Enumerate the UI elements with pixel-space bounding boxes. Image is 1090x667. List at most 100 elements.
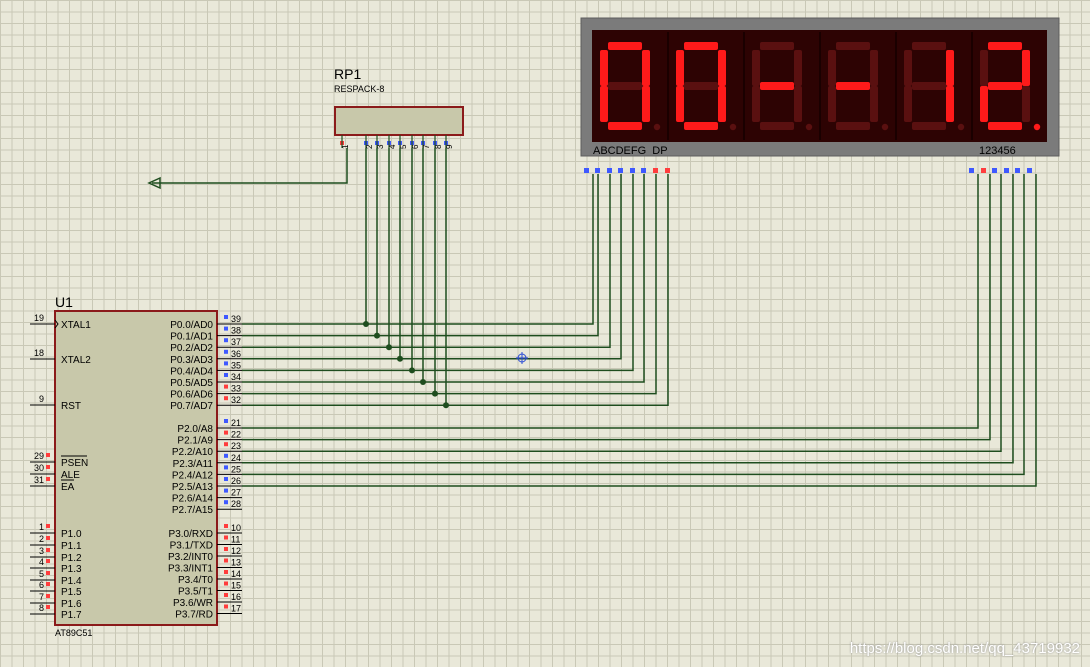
u1-pin-label: P1.5 (61, 587, 82, 598)
u1-pin-number: 1 (39, 522, 44, 532)
u1-pin-label: P1.1 (61, 541, 82, 552)
display-digit-pin (1015, 168, 1020, 173)
u1-pin-marker (224, 524, 228, 528)
u1-pin-marker (224, 338, 228, 343)
segment-a (608, 42, 642, 50)
u1-pin-marker (224, 442, 228, 447)
wire-p2-2 (242, 174, 1002, 452)
u1-pin-number: 13 (231, 558, 241, 568)
u1-pin-number: 17 (231, 604, 241, 614)
u1-pin-marker (224, 396, 228, 401)
wire-p2-0 (242, 174, 979, 429)
segment-b (718, 50, 726, 86)
u1-body[interactable] (54, 310, 218, 626)
segment-d (912, 122, 946, 130)
u1-pin-label: P0.3/AD3 (170, 355, 213, 366)
wire-p2-4 (242, 174, 1025, 476)
rp1-pin-number: 6 (411, 144, 420, 149)
segment-dp (653, 123, 661, 131)
u1-pin-label: P2.4/A12 (172, 470, 214, 481)
u1-pin-number: 15 (231, 581, 241, 591)
u1-pin-label: RST (61, 401, 81, 412)
segment-g (912, 82, 946, 90)
seven-segment-display[interactable]: ABCDEFG DP 123456 (580, 17, 1060, 173)
junction-dot (432, 390, 438, 397)
u1-pin-number: 10 (231, 523, 241, 533)
wire-p2-1 (242, 174, 991, 441)
u1-pin-marker (46, 524, 50, 528)
u1-pin-label: P1.6 (61, 599, 82, 610)
rp1-body[interactable] (334, 106, 464, 136)
segment-b (1022, 50, 1030, 86)
u1-pin-label: P2.7/A15 (172, 505, 214, 516)
display-digit-pin (992, 168, 997, 173)
u1-pin-marker (46, 559, 50, 563)
display-segment-pin (584, 168, 589, 173)
u1-pin-marker (46, 536, 50, 540)
rp1-pin-number: 4 (388, 144, 397, 149)
clock-pin-icon (54, 319, 59, 329)
u1-pin-marker (224, 361, 228, 366)
u1-pin-marker (46, 571, 50, 575)
u1-pin-marker (46, 594, 50, 598)
crosshair-cursor-icon (516, 352, 528, 364)
rp1-pin-number: 7 (422, 144, 431, 149)
u1-pin-number: 5 (39, 569, 44, 579)
u1-pin-number: 8 (39, 603, 44, 613)
u1-pin-marker (224, 430, 228, 435)
segment-a (684, 42, 718, 50)
u1-pin-marker (224, 373, 228, 377)
rp1-pin-number: 1 (341, 144, 350, 149)
u1-pin-number: 6 (39, 580, 44, 590)
segment-e (980, 86, 988, 122)
u1-pin-label: P3.1/TXD (170, 541, 213, 552)
display-digit-pin (981, 168, 986, 173)
u1-pin-number: 21 (231, 418, 241, 428)
display-segment-pin (665, 168, 670, 173)
display-segment-pin (630, 168, 635, 173)
display-segment-pin (618, 168, 623, 173)
junction-dot (443, 402, 449, 409)
u1-pin-label: P0.5/AD5 (170, 378, 213, 389)
segment-f (676, 50, 684, 86)
u1-pin-number: 37 (231, 337, 241, 347)
segment-c (642, 86, 650, 122)
u1-pin-number: 19 (34, 313, 44, 323)
u1-pin-number: 7 (39, 592, 44, 602)
u1-pin-label: P3.5/T1 (178, 587, 213, 598)
digit-4 (828, 42, 889, 131)
display-digit-label: 123456 (979, 145, 1016, 157)
digit-3 (752, 42, 813, 131)
u1-pin-marker (46, 453, 50, 457)
u1-pin-label: P0.4/AD4 (170, 366, 213, 377)
u1-pin-marker (224, 604, 228, 609)
u1-pin-number: 2 (39, 534, 44, 544)
u1-component[interactable]: U1 AT89C51 19XTAL118XTAL29RST29PSEN30ALE… (30, 294, 242, 638)
u1-pin-number: 12 (231, 546, 241, 556)
segment-c (946, 86, 954, 122)
u1-pin-label: P2.0/A8 (177, 424, 213, 435)
watermark: https://blog.csdn.net/qq_43719932 (849, 640, 1080, 657)
u1-pin-marker (46, 465, 50, 469)
u1-pin-number: 32 (231, 395, 241, 405)
digit-6 (980, 42, 1041, 131)
u1-pin-label: P0.6/AD6 (170, 390, 213, 401)
segment-b (946, 50, 954, 86)
u1-pin-number: 31 (34, 475, 44, 485)
u1-pin-marker (224, 349, 228, 354)
segment-dp (957, 123, 965, 131)
digit-1 (600, 42, 661, 131)
rp1-pin-number: 9 (445, 144, 454, 149)
segment-dp (729, 123, 737, 131)
u1-pin-marker (224, 500, 228, 505)
segment-d (684, 122, 718, 130)
u1-left-pins: 19XTAL118XTAL29RST29PSEN30ALE31EA1P1.02P… (30, 313, 91, 621)
segment-g (760, 82, 794, 90)
segment-e (752, 86, 760, 122)
segment-a (912, 42, 946, 50)
rp1-pin-number: 8 (434, 144, 443, 149)
digit-5 (904, 42, 965, 131)
u1-pin-label: XTAL1 (61, 320, 91, 331)
